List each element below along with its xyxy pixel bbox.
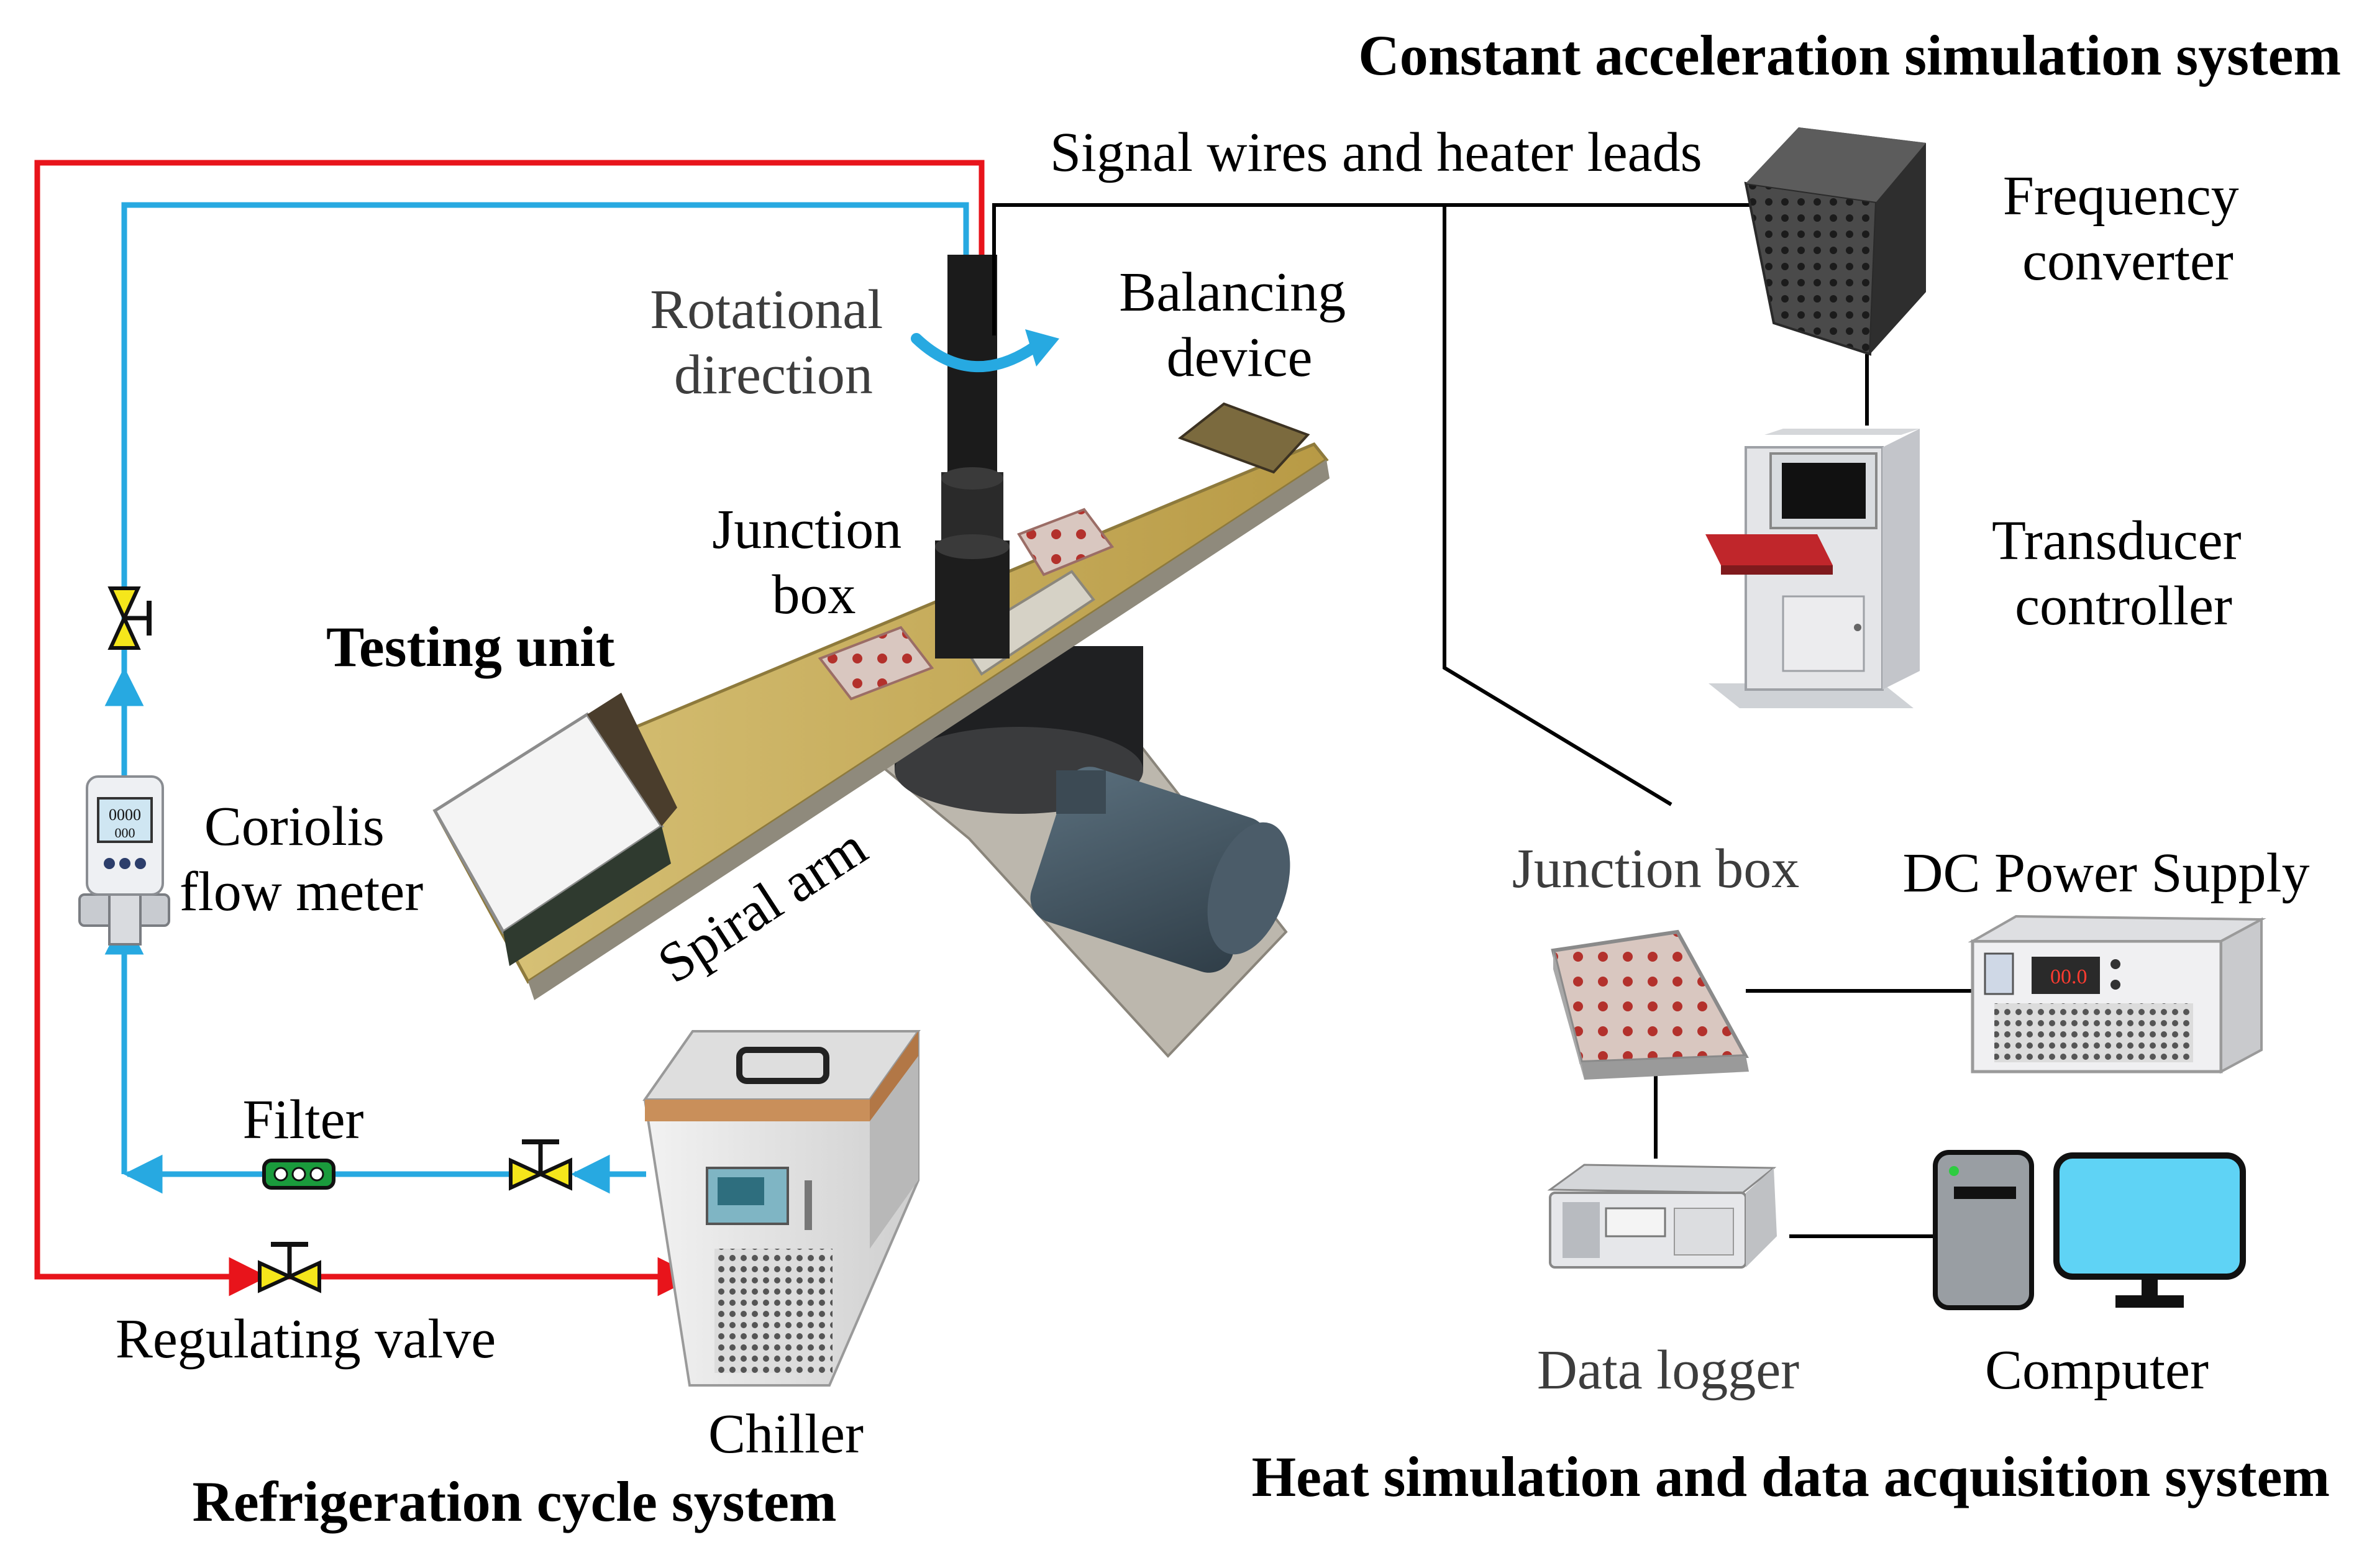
dc-power-supply-unit: 00.0 bbox=[1968, 914, 2266, 1074]
balancing-block bbox=[1177, 402, 1310, 474]
svg-text:000: 000 bbox=[115, 825, 135, 841]
rig-junction-box-label: Junction box bbox=[712, 499, 915, 626]
centrifuge-rig bbox=[432, 255, 1330, 1058]
chiller-label: Chiller bbox=[708, 1403, 864, 1465]
signal-wire-branch bbox=[1443, 205, 1672, 806]
frequency-converter-label: Frequency converter bbox=[2003, 165, 2253, 292]
data-logger-label: Data logger bbox=[1537, 1339, 1799, 1401]
junction-box-label: Junction box bbox=[1512, 838, 1799, 900]
filter-icon bbox=[262, 1159, 335, 1190]
regulating-valve-label: Regulating valve bbox=[116, 1308, 496, 1370]
svg-text:00.0: 00.0 bbox=[2050, 965, 2088, 988]
filter-label: Filter bbox=[243, 1089, 364, 1151]
drive-motor bbox=[1030, 767, 1290, 973]
dc-power-supply-label: DC Power Supply bbox=[1902, 842, 2309, 904]
heat-simulation-title: Heat simulation and data acquisition sys… bbox=[1252, 1445, 2330, 1508]
data-logger-unit bbox=[1547, 1164, 1777, 1269]
transducer-controller-unit bbox=[1705, 429, 1920, 708]
monitor-icon bbox=[2053, 1152, 2246, 1308]
frequency-converter-unit bbox=[1744, 127, 1926, 356]
signal-wire-main bbox=[992, 203, 1752, 335]
signal-wires bbox=[992, 203, 1973, 1238]
regulating-valve-icon bbox=[258, 1242, 321, 1293]
vertical-valve-icon bbox=[107, 586, 152, 650]
constant-acceleration-title: Constant acceleration simulation system bbox=[1358, 24, 2341, 87]
testing-unit-title: Testing unit bbox=[326, 615, 615, 678]
rotation-arrow-icon bbox=[911, 329, 1059, 372]
svg-text:0000: 0000 bbox=[109, 806, 141, 824]
arm-pin-board-2 bbox=[818, 626, 934, 701]
junction-box-unit bbox=[1551, 929, 1749, 1080]
filter-valve-icon bbox=[509, 1139, 572, 1191]
signal-wires-label: Signal wires and heater leads bbox=[1050, 122, 1702, 183]
computer-label: Computer bbox=[1985, 1339, 2209, 1401]
chiller-unit bbox=[642, 1030, 921, 1387]
arm-pin-board-1 bbox=[1017, 508, 1115, 577]
labels: Constant acceleration simulation system … bbox=[116, 24, 2341, 1533]
transducer-controller-label: Transducer controller bbox=[1992, 510, 2255, 637]
refrigeration-title: Refrigeration cycle system bbox=[192, 1470, 836, 1533]
computer-unit bbox=[1933, 1150, 2246, 1310]
coriolis-flow-meter: 0000 000 bbox=[78, 775, 170, 946]
computer-tower-icon bbox=[1933, 1150, 2034, 1310]
coriolis-flow-meter-label: Coriolis flow meter bbox=[180, 796, 423, 923]
rotational-direction-label: Rotational direction bbox=[650, 279, 897, 406]
balancing-device-label: Balancing device bbox=[1119, 262, 1359, 388]
